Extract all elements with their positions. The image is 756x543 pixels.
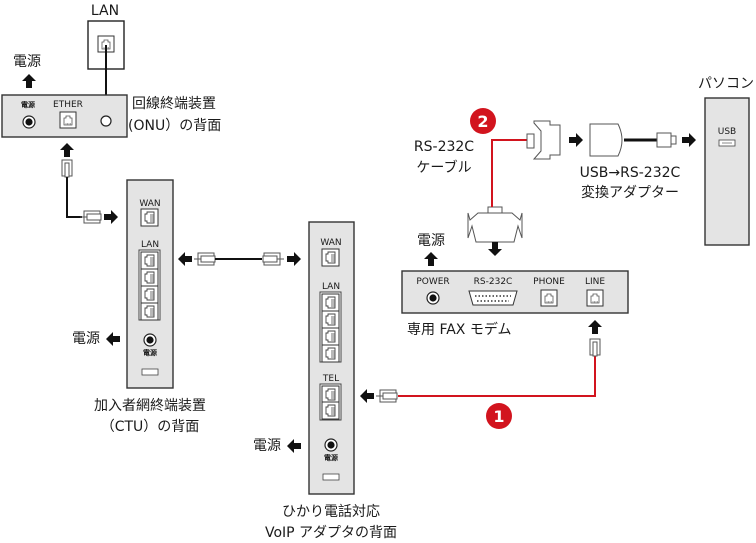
onu-ether-label: ETHER bbox=[53, 100, 83, 110]
lan-port-icon bbox=[321, 310, 340, 329]
lan-port-icon bbox=[140, 268, 159, 287]
pc-device: USB bbox=[704, 97, 750, 246]
ethernet-plug-icon bbox=[262, 252, 285, 266]
onu-title-line2: (ONU）の背面 bbox=[128, 118, 221, 134]
ctu-device: WAN LAN 電源 bbox=[126, 179, 174, 389]
power-jack-icon bbox=[22, 115, 36, 129]
power-jack-icon bbox=[426, 291, 440, 305]
line-jack-icon bbox=[586, 289, 604, 307]
lan-port-icon bbox=[321, 327, 340, 346]
wan-port-icon bbox=[140, 208, 159, 227]
voip-title-line2: VoIP アダプタの背面 bbox=[265, 525, 397, 541]
wall-lan-label: LAN bbox=[91, 3, 119, 19]
power-jack-icon bbox=[324, 438, 338, 452]
fax-line-port-label: LINE bbox=[585, 277, 605, 287]
power-jack-icon bbox=[143, 333, 157, 347]
badge-1: 1 bbox=[486, 403, 512, 429]
lan-port-icon bbox=[140, 302, 159, 321]
status-slot bbox=[322, 473, 340, 481]
arrow-left-icon bbox=[287, 439, 301, 453]
telephone-plug-icon bbox=[589, 338, 601, 357]
fax-modem-title: 専用 FAX モデム bbox=[407, 321, 512, 338]
voip-wan-label: WAN bbox=[320, 238, 341, 248]
status-slot bbox=[141, 368, 159, 376]
fax-modem-device: POWER RS-232C PHONE LINE bbox=[401, 270, 629, 314]
badge-2-number: 2 bbox=[477, 112, 488, 131]
tel-port-icon bbox=[321, 401, 340, 420]
usb-plug-icon bbox=[656, 132, 672, 148]
onu-device: 電源 ETHER bbox=[1, 94, 128, 138]
arrow-right-icon bbox=[287, 252, 301, 266]
onu-power-port-label: 電源 bbox=[21, 100, 35, 109]
rs232c-cable-label-line1: RS-232C bbox=[414, 139, 474, 155]
arrow-left-icon bbox=[178, 252, 192, 266]
onu-title-line1: 回線終端装置 bbox=[132, 96, 216, 112]
arrow-up-icon bbox=[588, 320, 602, 334]
voip-adapter-device: WAN LAN TEL 電源 bbox=[308, 221, 355, 495]
db25-port-icon bbox=[468, 290, 518, 306]
tel-port-icon bbox=[321, 385, 340, 404]
usb-adapter-label-line1: USB→RS-232C bbox=[580, 165, 681, 181]
ctu-power-arrow-label: 電源 bbox=[72, 331, 100, 347]
rs232c-cable-label-line2: ケーブル bbox=[416, 159, 471, 176]
pc-title: パソコン bbox=[698, 76, 754, 92]
arrow-left-icon bbox=[106, 332, 120, 346]
fax-power-arrow-label: 電源 bbox=[417, 233, 445, 249]
fax-phone-port-label: PHONE bbox=[533, 277, 565, 287]
telephone-plug-icon bbox=[375, 389, 398, 403]
usb-adapter-icon bbox=[589, 123, 623, 157]
arrow-up-icon bbox=[22, 74, 36, 88]
lan-port-icon bbox=[140, 251, 159, 270]
lan-port-icon bbox=[140, 285, 159, 304]
arrow-right-icon bbox=[682, 133, 696, 147]
rs232c-cable-highlight bbox=[491, 139, 527, 207]
ethernet-plug-icon bbox=[79, 210, 102, 224]
arrow-right-icon bbox=[104, 210, 118, 224]
badge-1-number: 1 bbox=[493, 407, 504, 426]
badge-2: 2 bbox=[470, 108, 496, 134]
optical-port-icon bbox=[100, 115, 112, 127]
wan-port-icon bbox=[321, 248, 340, 267]
arrow-right-icon bbox=[569, 133, 583, 147]
ether-jack-icon bbox=[59, 111, 77, 129]
fax-rs232c-port-label: RS-232C bbox=[474, 277, 513, 287]
db25-plug-bottom-icon bbox=[467, 206, 523, 243]
voip-power-port-label: 電源 bbox=[324, 453, 338, 462]
ctu-lan-label: LAN bbox=[141, 240, 159, 250]
ctu-title-line1: 加入者網終端装置 bbox=[94, 398, 206, 414]
db25-plug-top-icon bbox=[526, 120, 561, 160]
telephone-cable-highlight bbox=[398, 356, 596, 397]
ethernet-plug-icon bbox=[193, 252, 216, 266]
phone-jack-icon bbox=[540, 289, 558, 307]
arrow-up-icon bbox=[424, 252, 438, 266]
lan-port-icon bbox=[321, 344, 340, 363]
ctu-wan-label: WAN bbox=[139, 199, 160, 209]
onu-ctu-cable bbox=[66, 177, 82, 218]
usb-adapter-label-line2: 変換アダプター bbox=[581, 184, 679, 201]
voip-title-line1: ひかり電話対応 bbox=[282, 503, 380, 520]
ctu-power-port-label: 電源 bbox=[143, 348, 157, 357]
ethernet-plug-icon bbox=[61, 159, 73, 178]
voip-power-arrow-label: 電源 bbox=[253, 438, 281, 454]
fax-power-port-label: POWER bbox=[416, 277, 449, 287]
pc-usb-label: USB bbox=[718, 127, 736, 137]
voip-lan-label: LAN bbox=[322, 282, 340, 292]
arrow-down-icon bbox=[488, 242, 502, 256]
arrow-up-icon bbox=[60, 143, 74, 157]
lan-port-icon bbox=[321, 293, 340, 312]
voip-tel-label: TEL bbox=[322, 374, 339, 384]
arrow-left-icon bbox=[360, 389, 374, 403]
onu-power-arrow-label: 電源 bbox=[13, 54, 41, 70]
ctu-title-line2: （CTU）の背面 bbox=[101, 419, 200, 435]
